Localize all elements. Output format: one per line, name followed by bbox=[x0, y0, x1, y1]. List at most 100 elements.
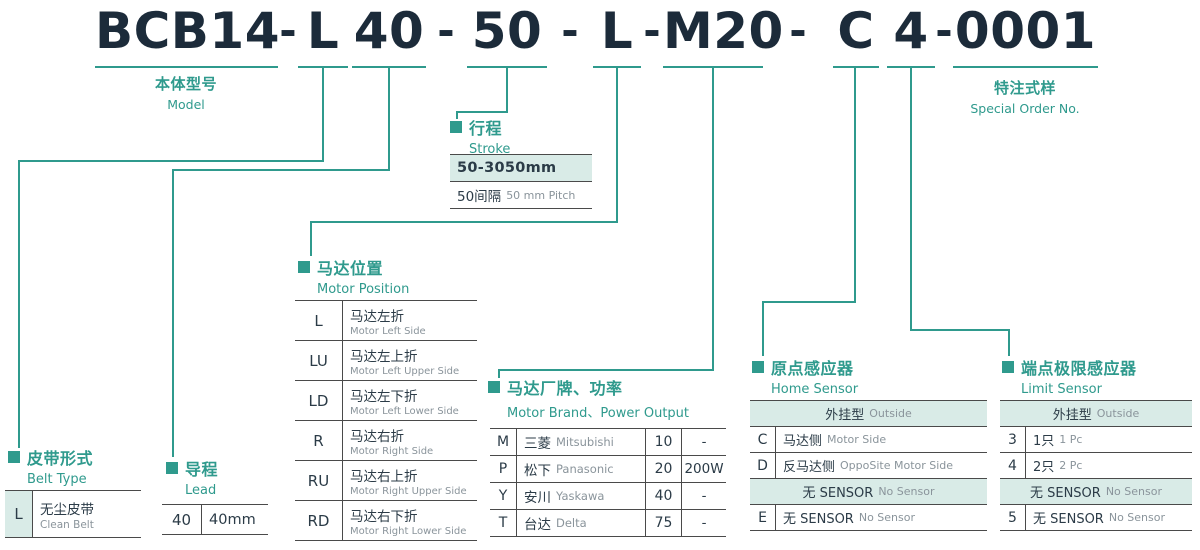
motor-position-row: LD 马达左下折 Motor Left Lower Side bbox=[295, 381, 477, 421]
power-value: - bbox=[701, 488, 707, 504]
section-motor-position: 马达位置 Motor Position bbox=[298, 255, 409, 297]
option-label-en: Motor Side bbox=[827, 433, 887, 446]
belt-type-connector bbox=[18, 160, 324, 162]
stroke-value-zh: 50-3050mm bbox=[457, 160, 557, 176]
option-code: 40 bbox=[162, 505, 202, 534]
lead-row: 40 40mm bbox=[162, 505, 268, 535]
power-code: 40 bbox=[646, 483, 682, 509]
section-title-zh: 马达厂牌、功率 bbox=[507, 379, 623, 398]
power-value: 200W bbox=[684, 461, 724, 477]
lead-table: 40 40mm bbox=[162, 504, 268, 535]
limit-sensor-row: 4 2只 2 Pc bbox=[1000, 453, 1192, 479]
brand-label-en: Yaskawa bbox=[556, 489, 605, 503]
code-segment-home-sensor: C bbox=[837, 2, 875, 60]
motor-position-connector bbox=[310, 221, 617, 223]
option-label-zh: 无 SENSOR bbox=[802, 486, 874, 501]
option-label-zh: 马达左折 bbox=[350, 308, 404, 325]
motor-position-row: RU 马达右上折 Motor Right Upper Side bbox=[295, 461, 477, 501]
belt-type-row: L 无尘皮带 Clean Belt bbox=[5, 491, 141, 538]
option-label-zh: 2只 bbox=[1033, 460, 1055, 475]
option-label-en: 1 Pc bbox=[1059, 433, 1083, 446]
option-label-en: Outside bbox=[1096, 407, 1140, 420]
brand-label-en: Delta bbox=[556, 516, 587, 530]
option-code: RD bbox=[295, 501, 343, 540]
power-value: - bbox=[701, 434, 707, 450]
belt-type-connector bbox=[18, 160, 20, 448]
underline-model bbox=[95, 66, 278, 68]
stroke-connector bbox=[456, 111, 507, 113]
option-label-zh: 马达侧 bbox=[783, 434, 823, 449]
brand-label-en: Mitsubishi bbox=[556, 435, 614, 449]
home-sensor-connector bbox=[762, 301, 855, 303]
stroke-value-en: 50 mm Pitch bbox=[506, 188, 576, 202]
code-dash: - bbox=[437, 6, 455, 55]
brand-label-zh: 安川 bbox=[524, 490, 551, 506]
motor-position-row: RD 马达右下折 Motor Right Lower Side bbox=[295, 501, 477, 541]
option-label-en: No Sensor bbox=[1105, 485, 1162, 498]
belt-type-table: L 无尘皮带 Clean Belt bbox=[5, 490, 141, 538]
motor-position-row: LU 马达左上折 Motor Left Upper Side bbox=[295, 341, 477, 381]
limit-sensor-row: 外挂型 Outside bbox=[1000, 401, 1192, 427]
limit-sensor-connector bbox=[910, 67, 912, 331]
option-label-en: Motor Left Lower Side bbox=[350, 405, 459, 417]
stroke-connector bbox=[456, 111, 458, 119]
option-label-en: No Sensor bbox=[1108, 511, 1166, 524]
option-code: 4 bbox=[1000, 453, 1026, 478]
code-segment-lead: 40 bbox=[353, 2, 425, 60]
option-label-zh: 无尘皮带 bbox=[40, 501, 94, 518]
belt-type-connector bbox=[322, 67, 324, 161]
option-label-en: OppoSite Motor Side bbox=[840, 459, 954, 472]
motor-position-connector bbox=[310, 221, 312, 256]
section-title-zh: 端点极限感应器 bbox=[1021, 359, 1137, 378]
section-lead: 导程 Lead bbox=[166, 456, 218, 498]
option-code: L bbox=[5, 491, 33, 537]
motor-position-connector bbox=[616, 67, 618, 223]
option-label-zh: 马达右上折 bbox=[350, 468, 418, 485]
brand-label-zh: 松下 bbox=[524, 463, 551, 479]
section-title-zh: 本体型号 bbox=[154, 75, 217, 93]
option-code: R bbox=[295, 421, 343, 460]
option-label-zh: 马达左上折 bbox=[350, 348, 418, 365]
brand-code: P bbox=[490, 456, 517, 482]
section-belt-type: 皮带形式 Belt Type bbox=[8, 445, 93, 487]
motor-position-row: L 马达左折 Motor Left Side bbox=[295, 301, 477, 341]
lead-connector bbox=[388, 67, 390, 171]
power-value: - bbox=[701, 515, 707, 531]
option-label-zh: 外挂型 bbox=[825, 408, 865, 423]
option-label-zh: 马达右折 bbox=[350, 428, 404, 445]
brand-label-zh: 台达 bbox=[524, 517, 551, 533]
section-title-en: Model bbox=[167, 97, 205, 112]
option-label-zh: 外挂型 bbox=[1052, 408, 1092, 423]
option-label-en: Motor Left Side bbox=[350, 325, 426, 337]
home-sensor-connector bbox=[854, 67, 856, 303]
lead-connector bbox=[172, 169, 174, 457]
code-segment-stroke: 50 bbox=[471, 2, 543, 60]
brand-label-en: Panasonic bbox=[556, 462, 614, 476]
option-label-zh: 反马达侧 bbox=[783, 460, 836, 475]
section-title-zh: 导程 bbox=[185, 460, 219, 479]
code-dash: - bbox=[561, 6, 579, 55]
option-label-en: Motor Right Side bbox=[350, 445, 434, 457]
code-dash: - bbox=[789, 6, 807, 55]
section-title-zh: 特注式样 bbox=[993, 79, 1056, 97]
stroke-connector bbox=[506, 67, 508, 113]
lead-connector bbox=[172, 169, 389, 171]
motor-position-row: R 马达右折 Motor Right Side bbox=[295, 421, 477, 461]
section-bullet-icon bbox=[450, 121, 462, 133]
option-code: L bbox=[295, 301, 343, 340]
section-model: 本体型号 Model bbox=[96, 73, 276, 112]
option-label-en: 2 Pc bbox=[1059, 459, 1083, 472]
option-code: D bbox=[750, 453, 776, 478]
option-code: LD bbox=[295, 381, 343, 420]
section-bullet-icon bbox=[752, 361, 764, 373]
code-segment-model: BCB14 bbox=[95, 2, 280, 60]
stroke-row: 50-3050mm bbox=[450, 155, 592, 182]
section-bullet-icon bbox=[1002, 361, 1014, 373]
